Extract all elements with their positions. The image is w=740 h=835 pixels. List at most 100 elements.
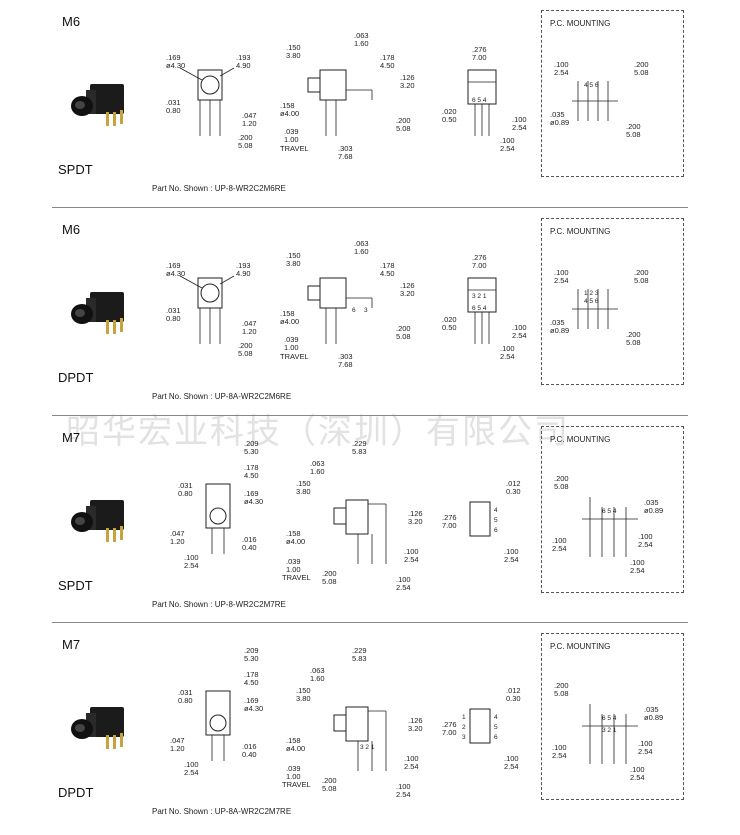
front-dimension: 5.08: [238, 141, 253, 150]
side-dimension: .039: [284, 335, 299, 344]
side-dimension: 1.00: [286, 772, 301, 781]
front-dimension: .031: [178, 688, 193, 697]
side-dimension: 3.80: [286, 51, 301, 60]
pcb-dimension: 5.08: [634, 276, 649, 285]
front-dimension: 1.20: [242, 327, 257, 336]
model-code: M7: [62, 430, 81, 445]
pin-label: 6: [494, 527, 498, 534]
pcb-dimension: .200: [634, 60, 649, 69]
front-dimension: 0.80: [178, 696, 193, 705]
side-dimension: 1.00: [284, 135, 299, 144]
side-dimension: ø4.00: [286, 744, 305, 753]
front-dimension: 2.54: [184, 561, 199, 570]
front-dimension: 0.80: [166, 314, 181, 323]
front-dimension: .169: [166, 261, 181, 270]
pc-mounting-title: P.C. MOUNTING: [550, 642, 611, 651]
side-dimension: .200: [322, 776, 337, 785]
travel-label: TRAVEL: [282, 780, 311, 789]
side-dimension: 5.08: [396, 332, 411, 341]
side-dimension: 5.08: [322, 784, 337, 793]
pcb-dimension: .100: [552, 536, 567, 545]
switch-photo: [66, 693, 138, 763]
side-dimension: .158: [286, 529, 301, 538]
side-dimension: .200: [322, 569, 337, 578]
part-number: Part No. Shown : UP-8-WR2C2M7RE: [152, 600, 286, 609]
switch-photo: [66, 486, 138, 556]
front-dimension: 1.20: [170, 537, 185, 546]
pin-label: 4 5 6: [584, 298, 599, 305]
side-dimension: 1.60: [354, 39, 369, 48]
pin-label: 6 5 4: [472, 97, 487, 104]
front-dimension: .178: [244, 670, 259, 679]
side-dimension: ø4.00: [286, 537, 305, 546]
pcb-dimension: .200: [554, 681, 569, 690]
end-dimension: .100: [504, 547, 519, 556]
end-dimension: .100: [500, 136, 515, 145]
end-dimension: .276: [442, 513, 457, 522]
pcb-dimension: .200: [626, 122, 641, 131]
pcb-dimension: 2.54: [554, 276, 569, 285]
front-dimension: .209: [244, 439, 259, 448]
section-divider: [52, 415, 688, 416]
pcb-dimension: 5.08: [554, 689, 569, 698]
front-dimension: .169: [166, 53, 181, 62]
side-dimension: .158: [280, 101, 295, 110]
front-dimension: 4.90: [236, 269, 251, 278]
side-dimension: .100: [404, 754, 419, 763]
front-dimension: 0.40: [242, 543, 257, 552]
pcb-dimension: .200: [554, 474, 569, 483]
pcb-dimension: .100: [630, 558, 645, 567]
pcb-dimension: 2.54: [638, 540, 653, 549]
pcb-dimension: .100: [554, 268, 569, 277]
end-dimension: .276: [442, 720, 457, 729]
side-dimension: .063: [354, 31, 369, 40]
front-dimension: ø4.30: [166, 61, 185, 70]
end-dimension: .020: [442, 315, 457, 324]
side-dimension: 2.54: [404, 762, 419, 771]
pin-label: 6: [352, 307, 356, 314]
front-dimension: .047: [242, 319, 257, 328]
end-dimension: 7.00: [472, 261, 487, 270]
pcb-dimension: .035: [550, 110, 565, 119]
pcb-dimension: ø0.89: [550, 326, 569, 335]
pcb-dimension: .100: [554, 60, 569, 69]
side-dimension: .150: [286, 251, 301, 260]
front-dimension: .100: [184, 553, 199, 562]
model-code: M7: [62, 637, 81, 652]
pin-label: 1 2 3: [584, 290, 599, 297]
end-dimension: 0.30: [506, 487, 521, 496]
pcb-dimension: 5.08: [626, 338, 641, 347]
front-dimension: ø4.30: [244, 704, 263, 713]
front-dimension: 4.50: [244, 471, 259, 480]
end-dimension: 0.50: [442, 323, 457, 332]
front-dimension: 5.30: [244, 447, 259, 456]
pcb-dimension: .100: [552, 743, 567, 752]
side-dimension: 1.60: [354, 247, 369, 256]
front-dimension: .169: [244, 696, 259, 705]
side-dimension: .126: [400, 281, 415, 290]
front-dimension: .100: [184, 760, 199, 769]
side-dimension: .178: [380, 261, 395, 270]
side-dimension: .229: [352, 646, 367, 655]
end-dimension: .012: [506, 686, 521, 695]
side-dimension: .039: [286, 764, 301, 773]
side-dimension: .100: [396, 782, 411, 791]
pcb-dimension: .035: [550, 318, 565, 327]
front-dimension: ø4.30: [166, 269, 185, 278]
front-dimension: .169: [244, 489, 259, 498]
front-dimension: .193: [236, 261, 251, 270]
end-dimension: .100: [512, 115, 527, 124]
front-dimension: .178: [244, 463, 259, 472]
end-dimension: .276: [472, 253, 487, 262]
side-dimension: 1.00: [284, 343, 299, 352]
side-dimension: 3.20: [400, 289, 415, 298]
front-dimension: ø4.30: [244, 497, 263, 506]
front-dimension: .031: [166, 306, 181, 315]
front-dimension: .016: [242, 742, 257, 751]
front-dimension: 2.54: [184, 768, 199, 777]
pole-config: SPDT: [58, 578, 93, 593]
front-dimension: .200: [238, 341, 253, 350]
pole-config: SPDT: [58, 162, 93, 177]
